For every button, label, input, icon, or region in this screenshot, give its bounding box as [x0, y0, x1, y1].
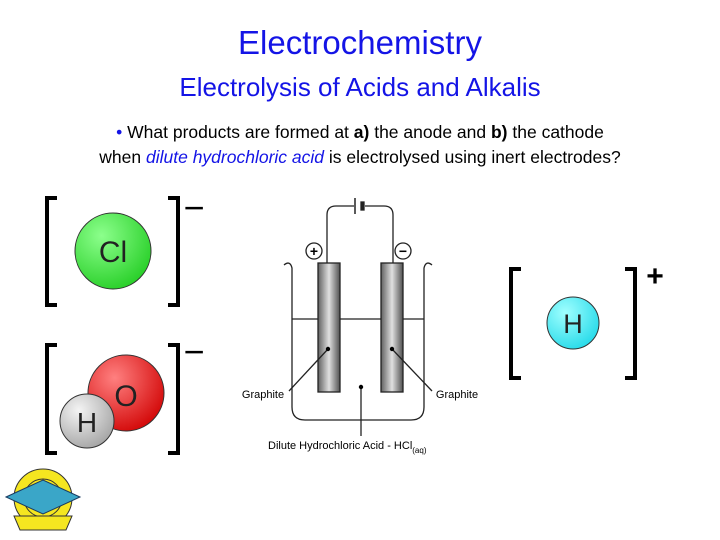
hydrogen-ion	[509, 267, 637, 380]
chloride-atom	[74, 212, 152, 290]
beaker	[283, 262, 433, 421]
cathode-sign-circle	[394, 242, 412, 260]
right-electrode-label: Graphite	[436, 389, 478, 401]
electrolysis-cell	[283, 198, 433, 436]
hydroxide-ion	[45, 343, 180, 455]
anode-electrode	[317, 262, 341, 393]
hydrogen-symbol: H	[77, 407, 97, 438]
highlight-text: dilute hydrochloric acid	[146, 147, 325, 167]
hydrogen-ion-charge: +	[646, 260, 664, 293]
hydrogen-ion-atom	[546, 296, 600, 350]
pointer-right	[391, 348, 433, 392]
pointer-left	[288, 348, 329, 392]
chloride-symbol: Cl	[99, 236, 127, 269]
slide-subtitle: Electrolysis of Acids and Alkalis	[179, 72, 541, 102]
wire	[326, 205, 394, 263]
anode-sign-circle	[305, 242, 323, 260]
left-electrode-label: Graphite	[242, 389, 284, 401]
chloride-ion	[45, 196, 180, 307]
cathode-electrode	[380, 262, 404, 393]
slide-title: Electrochemistry	[238, 24, 482, 61]
hydroxide-charge: −	[183, 331, 204, 372]
hydrogen-ion-symbol: H	[563, 309, 583, 339]
electrolyte-label: Dilute Hydrochloric Acid - HCl(aq)	[268, 440, 427, 455]
chloride-charge: −	[183, 187, 204, 228]
cathode-sign: −	[399, 243, 407, 259]
battery-short-plate	[360, 201, 365, 211]
question-line-2: when dilute hydrochloric acid is electro…	[99, 147, 621, 167]
school-logo	[4, 468, 82, 531]
question-line-1: • What products are formed at a) the ano…	[116, 122, 604, 142]
bullet: •	[116, 122, 123, 142]
hydrogen-atom	[59, 393, 115, 449]
bracket-right	[168, 196, 180, 307]
anode-sign: +	[310, 243, 318, 259]
oxygen-symbol: O	[114, 380, 137, 413]
bracket-left	[45, 196, 57, 307]
